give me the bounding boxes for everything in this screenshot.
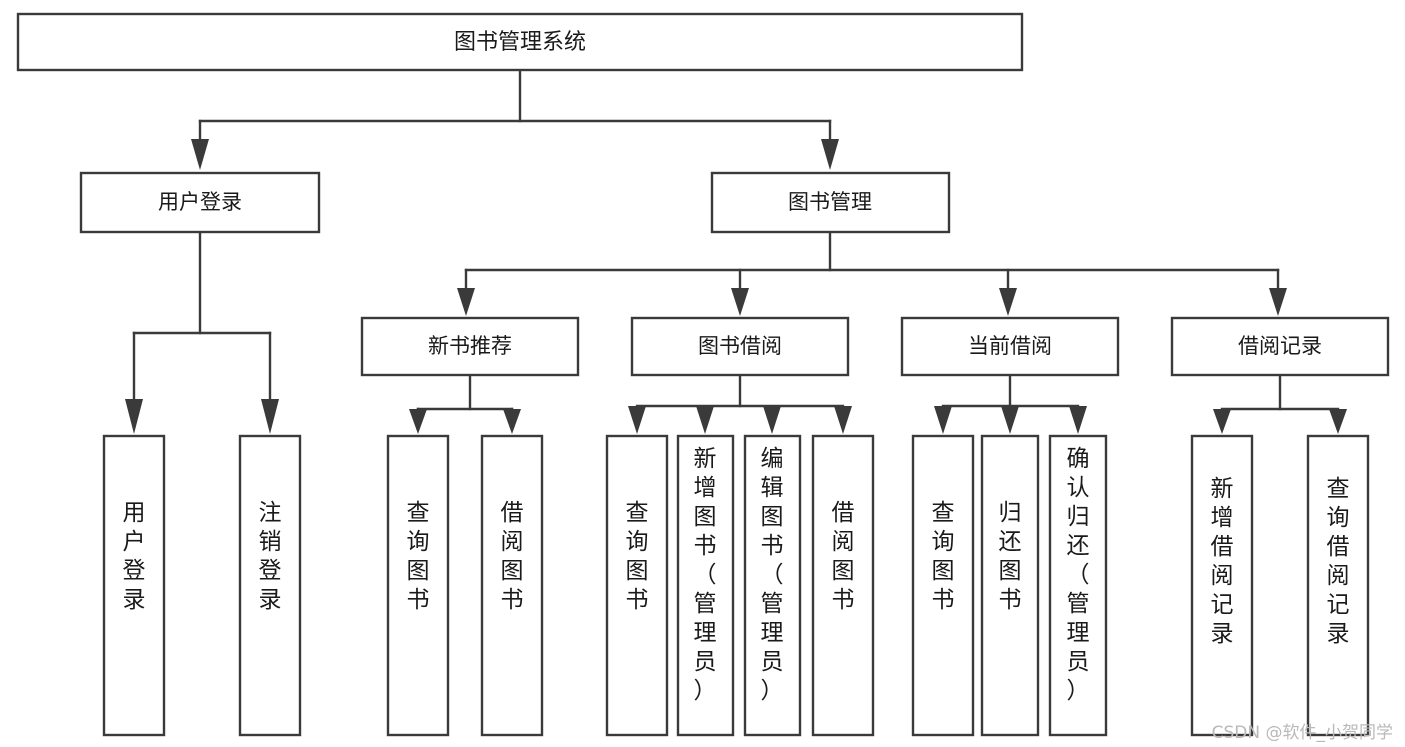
- leaf-query-book-1-box[interactable]: [386, 434, 450, 737]
- node-current-borrow-box[interactable]: [900, 316, 1120, 377]
- leaf-query-book-2[interactable]: 查询图书: [605, 434, 669, 737]
- leaf-return-book-box[interactable]: [980, 434, 1040, 737]
- leaf-add-borrow-record[interactable]: 新增借阅记录: [1190, 434, 1254, 737]
- leaf-user-login-label: 用户登录: [123, 500, 146, 613]
- leaf-borrow-book-1-box[interactable]: [480, 434, 544, 737]
- arrow-head-leaf-add-book-admin: [696, 406, 714, 434]
- leaf-confirm-return-admin[interactable]: 确认归还（管理员）: [1048, 434, 1108, 737]
- leaf-query-book-3-box[interactable]: [911, 434, 975, 737]
- node-book-management-label: 图书管理: [788, 190, 872, 214]
- leaf-query-book-2-box[interactable]: [605, 434, 669, 737]
- node-user-login[interactable]: 用户登录: [79, 171, 321, 234]
- arrow-head-borrow-record: [1269, 288, 1287, 316]
- node-user-login-label: 用户登录: [158, 190, 242, 214]
- leaf-add-borrow-record-box[interactable]: [1190, 434, 1254, 737]
- arrow-head-book-borrow: [731, 288, 749, 316]
- leaf-add-book-admin-box[interactable]: [676, 434, 735, 737]
- arrow-head-leaf-return-book: [1001, 406, 1019, 434]
- node-book-management[interactable]: 图书管理: [710, 171, 951, 234]
- leaf-query-borrow-record-label: 查询借阅记录: [1327, 476, 1350, 647]
- leaf-edit-book-admin-box[interactable]: [743, 434, 802, 737]
- node-user-login-box[interactable]: [79, 171, 321, 234]
- csdn-watermark: CSDN @软件_小贺同学: [1211, 723, 1393, 743]
- node-book-management-box[interactable]: [710, 171, 951, 234]
- arrow-head-book-management: [821, 139, 839, 170]
- leaf-add-book-admin[interactable]: 新增图书（管理员）: [676, 434, 735, 737]
- leaf-add-book-admin-label: 新增图书（管理员）: [694, 446, 717, 704]
- leaf-return-book-label: 归还图书: [999, 500, 1022, 613]
- arrow-head-leaf-edit-book-admin: [763, 406, 781, 434]
- node-book-borrow-label: 图书借阅: [698, 334, 782, 358]
- leaf-user-login-box[interactable]: [102, 434, 166, 737]
- arrow-head-leaf-add-borrow-record: [1213, 409, 1231, 434]
- leaf-query-book-1[interactable]: 查询图书: [386, 434, 450, 737]
- leaf-query-book-2-label: 查询图书: [626, 500, 649, 613]
- node-new-book-recommend[interactable]: 新书推荐: [360, 316, 580, 377]
- leaf-edit-book-admin[interactable]: 编辑图书（管理员）: [743, 434, 802, 737]
- leaf-logout-login-box[interactable]: [238, 434, 302, 737]
- arrow-head-leaf-confirm-return-admin: [1069, 406, 1087, 434]
- leaf-logout-login[interactable]: 注销登录: [238, 434, 302, 737]
- node-root-label: 图书管理系统: [454, 30, 586, 55]
- leaf-query-borrow-record-box[interactable]: [1306, 434, 1370, 737]
- arrow-head-leaf-query-book-2: [628, 406, 646, 434]
- node-root-box[interactable]: [16, 12, 1024, 72]
- node-book-borrow[interactable]: 图书借阅: [630, 316, 850, 377]
- leaf-borrow-book-2-box[interactable]: [811, 434, 875, 737]
- node-borrow-record[interactable]: 借阅记录: [1170, 316, 1390, 377]
- leaf-borrow-book-2[interactable]: 借阅图书: [811, 434, 875, 737]
- arrow-head-leaf-query-book-3: [934, 406, 952, 434]
- arrow-head-new-book-recommend: [457, 288, 475, 316]
- node-root[interactable]: 图书管理系统: [16, 12, 1024, 72]
- leaf-borrow-book-1[interactable]: 借阅图书: [480, 434, 544, 737]
- arrow-head-leaf-query-borrow-record: [1329, 409, 1347, 434]
- connector-layer: [125, 68, 1347, 434]
- leaf-user-login[interactable]: 用户登录: [102, 434, 166, 737]
- arrow-head-leaf-logout-login: [261, 399, 279, 434]
- leaf-borrow-book-2-label: 借阅图书: [832, 500, 855, 613]
- leaf-query-book-3[interactable]: 查询图书: [911, 434, 975, 737]
- arrow-head-leaf-query-book-1: [409, 409, 427, 434]
- arrow-head-leaf-borrow-book-2: [834, 406, 852, 434]
- leaf-query-book-3-label: 查询图书: [932, 500, 955, 613]
- leaf-return-book[interactable]: 归还图书: [980, 434, 1040, 737]
- arrow-head-leaf-user-login: [125, 399, 143, 434]
- leaf-logout-login-label: 注销登录: [259, 500, 282, 613]
- arrow-head-user-login: [191, 139, 209, 170]
- node-borrow-record-label: 借阅记录: [1238, 334, 1322, 358]
- leaf-query-book-1-label: 查询图书: [407, 500, 430, 613]
- arrow-head-current-borrow: [999, 288, 1017, 316]
- leaf-borrow-book-1-label: 借阅图书: [501, 500, 524, 613]
- arrow-head-leaf-borrow-book-1: [503, 409, 521, 434]
- node-current-borrow-label: 当前借阅: [968, 334, 1052, 358]
- node-new-book-recommend-label: 新书推荐: [428, 334, 512, 358]
- leaf-confirm-return-admin-label: 确认归还（管理员）: [1067, 446, 1090, 704]
- leaf-edit-book-admin-label: 编辑图书（管理员）: [761, 446, 784, 704]
- node-book-borrow-box[interactable]: [630, 316, 850, 377]
- leaf-query-borrow-record[interactable]: 查询借阅记录: [1306, 434, 1370, 737]
- node-borrow-record-box[interactable]: [1170, 316, 1390, 377]
- node-current-borrow[interactable]: 当前借阅: [900, 316, 1120, 377]
- leaf-add-borrow-record-label: 新增借阅记录: [1211, 476, 1234, 647]
- leaf-confirm-return-admin-box[interactable]: [1048, 434, 1108, 737]
- node-new-book-recommend-box[interactable]: [360, 316, 580, 377]
